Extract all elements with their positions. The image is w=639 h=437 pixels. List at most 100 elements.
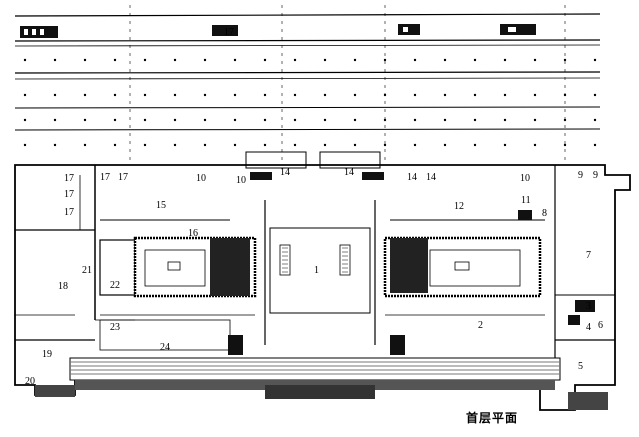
platform-area bbox=[14, 5, 601, 160]
room-label-15: 15 bbox=[156, 200, 166, 211]
column-dot bbox=[233, 93, 237, 97]
column-dot bbox=[293, 118, 297, 122]
column-dot bbox=[443, 143, 447, 147]
room-label-20: 20 bbox=[25, 376, 35, 387]
room-label-10c: 10 bbox=[236, 175, 246, 186]
room-label-23: 23 bbox=[110, 322, 120, 333]
column-dot bbox=[563, 58, 567, 62]
room-label-5: 5 bbox=[578, 361, 583, 372]
column-dot bbox=[203, 118, 207, 122]
light-court-east bbox=[383, 236, 542, 298]
column-dot bbox=[593, 93, 597, 97]
column-dot bbox=[143, 58, 147, 62]
column-dot bbox=[533, 58, 537, 62]
room-label-17b: 17 bbox=[64, 189, 74, 200]
column-dot bbox=[563, 93, 567, 97]
column-dot bbox=[473, 118, 477, 122]
column-dot bbox=[353, 58, 357, 62]
column-dot bbox=[473, 58, 477, 62]
stair-blocks bbox=[228, 172, 595, 355]
column-dot bbox=[533, 93, 537, 97]
column-dot bbox=[23, 118, 27, 122]
room-label-17d: 17 bbox=[100, 172, 110, 183]
column-dot bbox=[503, 58, 507, 62]
column-dot bbox=[293, 143, 297, 147]
column-grid bbox=[23, 58, 597, 147]
light-court-west bbox=[133, 236, 257, 298]
column-dot bbox=[383, 93, 387, 97]
column-dot bbox=[233, 118, 237, 122]
column-dot bbox=[323, 93, 327, 97]
column-dot bbox=[83, 118, 87, 122]
column-dot bbox=[203, 58, 207, 62]
column-dot bbox=[203, 143, 207, 147]
column-dot bbox=[443, 93, 447, 97]
column-dot bbox=[563, 118, 567, 122]
column-dot bbox=[413, 93, 417, 97]
room-label-18: 18 bbox=[58, 281, 68, 292]
room-label-14c: 14 bbox=[407, 172, 417, 183]
column-dot bbox=[413, 143, 417, 147]
room-label-21: 21 bbox=[82, 265, 92, 276]
column-dot bbox=[173, 143, 177, 147]
column-dot bbox=[83, 143, 87, 147]
column-dot bbox=[413, 58, 417, 62]
column-dot bbox=[353, 93, 357, 97]
column-dot bbox=[173, 93, 177, 97]
column-dot bbox=[173, 118, 177, 122]
drawing-caption: 首层平面 bbox=[466, 411, 519, 425]
north-entrances bbox=[245, 151, 381, 169]
column-dot bbox=[263, 93, 267, 97]
column-dot bbox=[233, 58, 237, 62]
column-dot bbox=[383, 143, 387, 147]
central-concourse bbox=[269, 227, 371, 314]
column-dot bbox=[473, 143, 477, 147]
south-colonnade bbox=[35, 357, 608, 410]
room-label-6: 6 bbox=[598, 320, 603, 331]
column-dot bbox=[113, 118, 117, 122]
column-dot bbox=[173, 58, 177, 62]
column-dot bbox=[143, 118, 147, 122]
room-label-14a: 14 bbox=[280, 167, 290, 178]
column-dot bbox=[323, 118, 327, 122]
column-dot bbox=[293, 93, 297, 97]
column-dot bbox=[203, 93, 207, 97]
column-dot bbox=[263, 118, 267, 122]
room-label-11: 11 bbox=[521, 195, 531, 206]
column-dot bbox=[53, 118, 57, 122]
column-dot bbox=[503, 93, 507, 97]
column-dot bbox=[113, 143, 117, 147]
column-dot bbox=[83, 93, 87, 97]
room-label-17c: 17 bbox=[64, 207, 74, 218]
stair-hatching bbox=[282, 247, 348, 273]
column-dot bbox=[503, 143, 507, 147]
room-label-9b: 9 bbox=[593, 170, 598, 181]
column-dot bbox=[593, 143, 597, 147]
room-label-9a: 9 bbox=[578, 170, 583, 181]
column-dot bbox=[533, 118, 537, 122]
room-label-4: 4 bbox=[586, 322, 591, 333]
room-label-14b: 14 bbox=[344, 167, 354, 178]
column-dot bbox=[383, 118, 387, 122]
room-label-19: 19 bbox=[42, 349, 52, 360]
column-dot bbox=[413, 118, 417, 122]
column-dot bbox=[233, 143, 237, 147]
column-dot bbox=[83, 58, 87, 62]
room-label-12: 12 bbox=[454, 201, 464, 212]
room-label-17a: 17 bbox=[64, 173, 74, 184]
column-dot bbox=[23, 58, 27, 62]
column-dot bbox=[383, 58, 387, 62]
column-dot bbox=[443, 118, 447, 122]
column-dot bbox=[53, 58, 57, 62]
room-label-8: 8 bbox=[542, 208, 547, 219]
column-dot bbox=[143, 93, 147, 97]
column-dot bbox=[323, 143, 327, 147]
column-dot bbox=[533, 143, 537, 147]
column-dot bbox=[113, 93, 117, 97]
column-dot bbox=[263, 58, 267, 62]
column-dot bbox=[353, 143, 357, 147]
room-label-17e: 17 bbox=[118, 172, 128, 183]
column-dot bbox=[473, 93, 477, 97]
room-label-1: 1 bbox=[314, 265, 319, 276]
